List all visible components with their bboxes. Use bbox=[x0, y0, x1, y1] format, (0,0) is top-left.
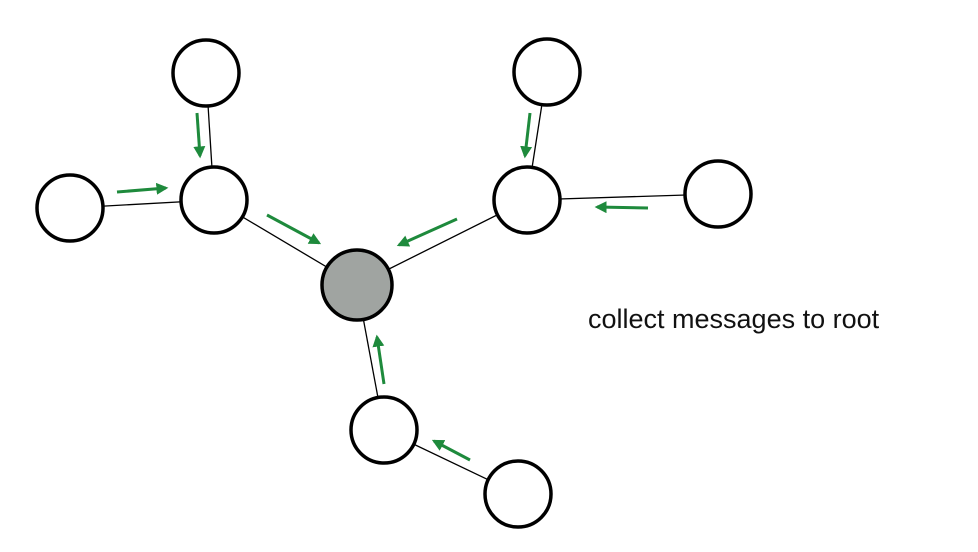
message-arrow-icon bbox=[193, 112, 206, 159]
node-lower bbox=[349, 395, 419, 465]
message-arrow-icon bbox=[594, 201, 649, 214]
caption: collect messages to root bbox=[588, 304, 880, 334]
node-top-right bbox=[512, 37, 582, 107]
message-arrow-icon bbox=[396, 217, 458, 247]
node-top-left bbox=[171, 38, 241, 108]
message-arrow-icon bbox=[116, 182, 169, 195]
node-mid-left bbox=[179, 165, 249, 235]
message-arrow-icon bbox=[266, 213, 322, 245]
node-lower-right bbox=[483, 459, 553, 529]
node-mid-right bbox=[492, 165, 562, 235]
message-arrow-icon bbox=[520, 112, 533, 159]
node-right bbox=[683, 159, 753, 229]
root-node bbox=[320, 248, 394, 322]
node-left bbox=[35, 173, 105, 243]
message-arrow-icon bbox=[372, 334, 386, 385]
message-arrow-icon bbox=[431, 439, 471, 462]
